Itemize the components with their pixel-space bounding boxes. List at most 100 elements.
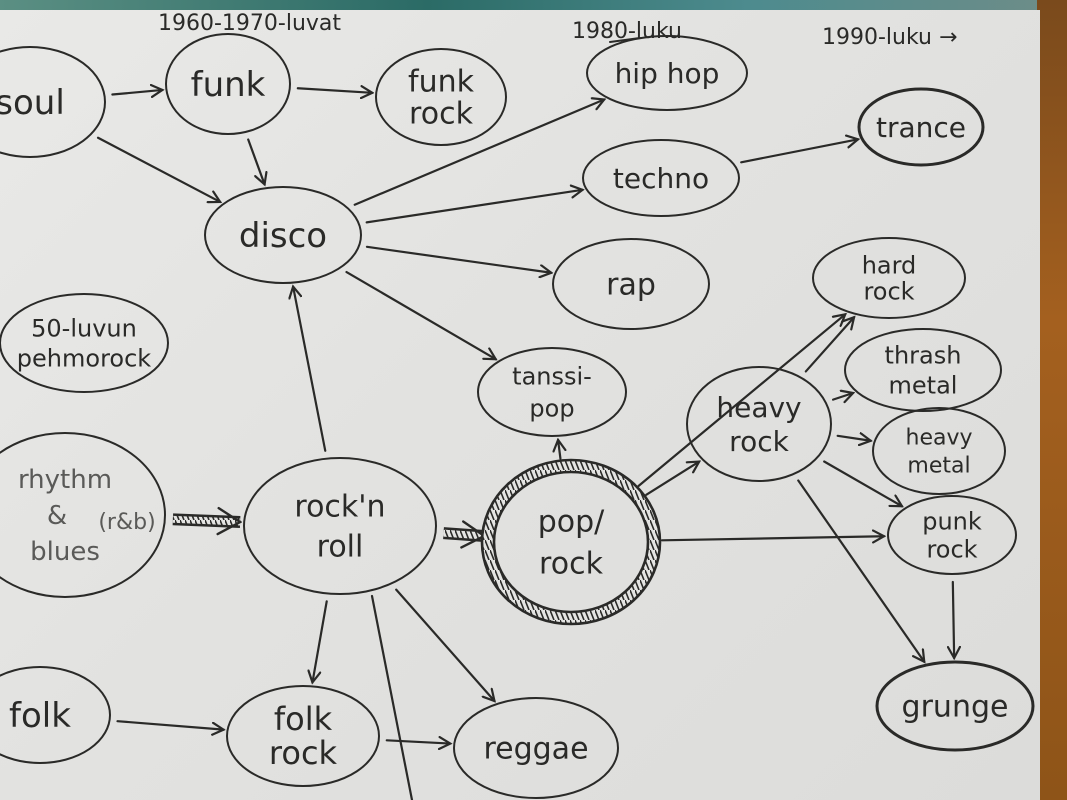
node-outline — [686, 366, 832, 482]
node-outline — [492, 470, 650, 614]
edge-pop-rock-to-hard-rock — [637, 314, 846, 487]
node-outline — [480, 458, 662, 626]
node-outline — [477, 347, 627, 437]
node-outline — [165, 33, 291, 135]
node-label: rock — [539, 547, 604, 582]
node-label: metal — [907, 454, 970, 479]
node-label: 50-luvun — [31, 314, 137, 342]
node-label: techno — [613, 162, 709, 195]
node-folk: folk — [0, 666, 111, 764]
node-label: grunge — [902, 690, 1009, 725]
edge-rock-n-roll-to-disco — [293, 287, 327, 452]
edge-disco-to-rap — [365, 245, 551, 273]
node-hip-hop: hip hop — [586, 35, 748, 111]
edge-folk-to-folk-rock — [116, 720, 224, 729]
node-reggae: reggae — [453, 697, 619, 799]
period-label-1990: 1990-luku → — [822, 25, 957, 50]
node-label: rock'n — [294, 490, 385, 525]
edge-soul-to-disco — [96, 136, 220, 202]
node-outline — [453, 697, 619, 799]
node-outline — [243, 457, 437, 595]
edge-disco-to-tanssipop — [345, 270, 496, 359]
node-emphasis-ring — [482, 460, 660, 624]
node-label: rock — [269, 734, 338, 772]
edge-disco-to-techno — [365, 190, 583, 224]
node-label: rock — [409, 97, 474, 132]
node-label: rock — [729, 425, 789, 458]
edge-pop-rock-to-punk-rock — [660, 536, 884, 540]
node-outline — [0, 46, 106, 158]
node-outline — [586, 35, 748, 111]
edge-techno-to-trance — [740, 139, 858, 164]
node-outline — [872, 407, 1006, 495]
paper-sheet — [0, 10, 1040, 800]
node-label: soul — [0, 83, 65, 123]
node-label: heavy — [906, 426, 973, 451]
node-label: funk — [191, 65, 266, 105]
node-techno: techno — [582, 139, 740, 217]
edge-rock-n-roll-to-reggae — [395, 588, 494, 701]
node-label: heavy — [716, 391, 801, 424]
node-label: metal — [889, 371, 958, 399]
edge-folk-rock-to-reggae — [385, 740, 451, 743]
edges — [96, 88, 954, 800]
edge-heavy-rock-to-hard-rock — [804, 317, 854, 373]
node-label: rock — [926, 535, 977, 563]
edge-funk-to-disco — [247, 138, 264, 184]
node-grunge: grunge — [875, 660, 1035, 752]
edge-rock-n-roll-to-folk-rock — [312, 600, 328, 682]
node-label: reggae — [483, 732, 588, 767]
node-rock-n-roll: rock'n roll — [243, 457, 437, 595]
node-label: disco — [239, 216, 327, 256]
node-label: roll — [317, 530, 364, 565]
node-heavy-metal: heavy metal — [872, 407, 1006, 495]
background-right-wood — [1037, 0, 1067, 800]
node-label: blues — [30, 537, 100, 567]
node-label: trance — [876, 111, 966, 144]
node-label: folk — [9, 696, 71, 736]
node-label: funk — [408, 65, 475, 100]
edge-heavy-rock-to-thrash-metal — [831, 393, 853, 400]
node-outline — [812, 237, 966, 319]
node-outline — [552, 238, 710, 330]
edge-heavy-rock-to-grunge — [797, 479, 924, 662]
node-outline — [0, 666, 111, 764]
node-label: pop/ — [538, 505, 605, 540]
edge-punk-rock-to-grunge — [953, 580, 954, 658]
edge-pop-rock-to-heavy-rock — [645, 462, 699, 496]
node-label: rap — [606, 268, 656, 303]
node-outline — [375, 48, 507, 146]
node-label: rhythm — [18, 465, 112, 495]
node-outline — [844, 328, 1002, 412]
node-outline — [582, 139, 740, 217]
period-labels: 1960-1970-luvat 1980-luku 1990-luku → — [158, 11, 957, 50]
edge-funk-to-funk-rock — [296, 88, 372, 93]
node-soul: soul — [0, 46, 106, 158]
node-label: thrash — [885, 341, 962, 369]
node-pop-rock: pop/rock — [480, 458, 662, 626]
node-label: hard — [862, 251, 917, 279]
node-label: & — [47, 501, 67, 531]
node-outline — [226, 685, 380, 787]
node-outline — [0, 432, 166, 598]
node-label: rock — [863, 277, 914, 305]
edge-disco-to-hip-hop — [353, 99, 605, 206]
edge-pop-rock-to-tanssipop — [558, 440, 560, 460]
node-outline — [875, 660, 1035, 752]
node-rap: rap — [552, 238, 710, 330]
node-label-abbreviation: (r&b) — [98, 510, 155, 535]
node-label: pehmorock — [17, 344, 151, 372]
node-label: tanssi- — [512, 362, 592, 390]
node-label: folk — [274, 700, 333, 738]
node-outline — [887, 495, 1017, 575]
node-funk: funk — [165, 33, 291, 135]
node-rnb: rhythm & blues(r&b) — [0, 432, 166, 598]
node-label: pop — [529, 394, 574, 422]
